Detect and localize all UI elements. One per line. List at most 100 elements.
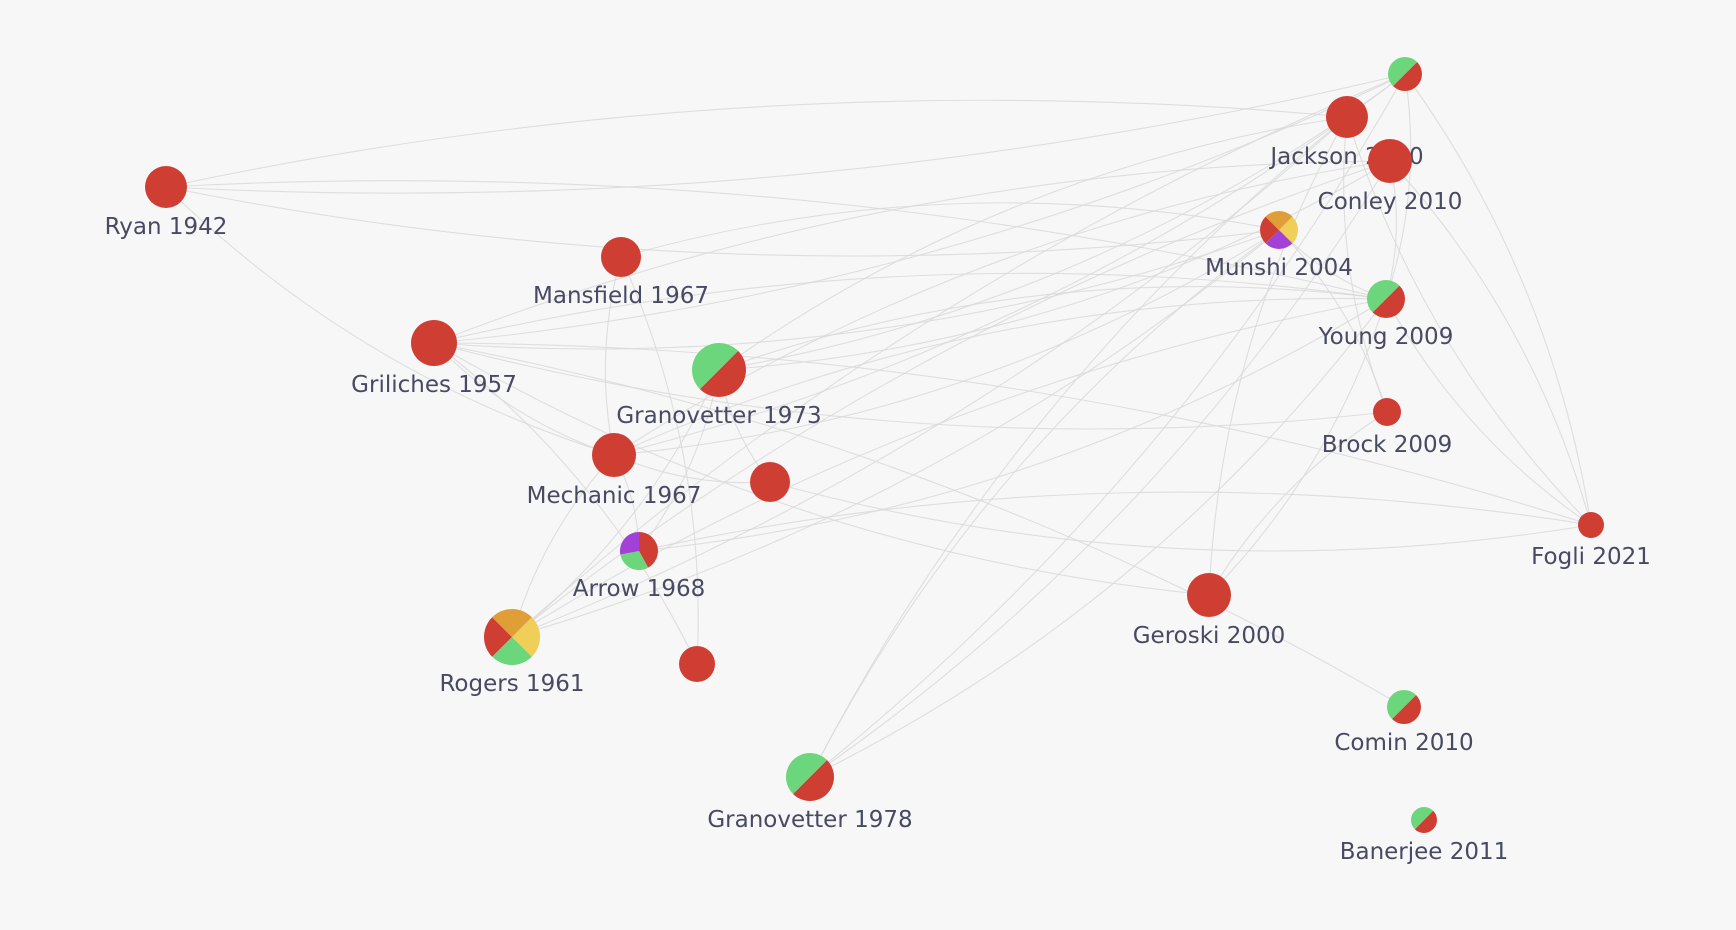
edge-ryan-1942-to-munshi-2004 xyxy=(165,186,1280,257)
node-circle-brock-2009 xyxy=(1373,398,1401,426)
edge-ryan-1942-to-young-2009 xyxy=(165,180,1387,300)
node-slice-young-2009-0 xyxy=(1372,285,1405,318)
node-geroski-2000[interactable]: Geroski 2000 xyxy=(1133,573,1286,649)
node-label-munshi-2004: Munshi 2004 xyxy=(1205,255,1353,281)
node-slice-munshi-2004-3 xyxy=(1265,210,1293,230)
node-slice-banerjee-2011-0 xyxy=(1414,810,1437,833)
edge-mansfield-1967-to-unlabeled-b xyxy=(620,256,699,665)
node-mechanic-1967[interactable]: Mechanic 1967 xyxy=(527,433,702,509)
edge-jackson-2010-to-brock-2009 xyxy=(1343,116,1388,413)
node-label-banerjee-2011: Banerjee 2011 xyxy=(1340,839,1509,865)
edge-ryan-1942-to-mechanic-1967 xyxy=(165,186,615,456)
node-circle-jackson-2010 xyxy=(1326,96,1368,138)
node-label-arrow-1968: Arrow 1968 xyxy=(573,576,705,602)
edge-ryan-1942-to-jackson-2010 xyxy=(165,99,1348,188)
edge-granovetter-1973-to-conley-2010 xyxy=(718,160,1391,371)
edge-granovetter-1978-to-conley-2010 xyxy=(809,160,1391,778)
node-mansfield-1967[interactable]: Mansfield 1967 xyxy=(533,237,709,309)
edge-jackson-2010-to-fogli-2021 xyxy=(1346,116,1592,526)
node-circle-fogli-2021 xyxy=(1578,512,1604,538)
node-granovetter-1978[interactable]: Granovetter 1978 xyxy=(707,752,913,833)
node-granovetter-1973[interactable]: Granovetter 1973 xyxy=(616,343,822,429)
edge-mansfield-1967-to-mechanic-1967 xyxy=(604,256,622,456)
node-slice-young-2009-1 xyxy=(1367,280,1400,313)
node-slice-banerjee-2011-1 xyxy=(1411,807,1434,830)
node-circle-unlabeled-b xyxy=(679,646,715,682)
node-label-ryan-1942: Ryan 1942 xyxy=(105,214,228,240)
edge-griliches-1957-to-munshi-2004 xyxy=(433,229,1280,350)
edge-mechanic-1967-to-munshi-2004 xyxy=(613,229,1280,456)
node-arrow-1968[interactable]: Arrow 1968 xyxy=(573,532,705,602)
edge-mechanic-1967-to-jackson-2010-a xyxy=(613,73,1406,456)
edge-griliches-1957-to-fogli-2021 xyxy=(433,342,1592,526)
edge-griliches-1957-to-jackson-2010-a xyxy=(433,73,1406,344)
node-unlabeled-b[interactable] xyxy=(679,646,715,682)
node-rogers-1961[interactable]: Rogers 1961 xyxy=(439,609,585,697)
edge-granovetter-1978-to-jackson-2010 xyxy=(809,116,1348,778)
node-label-conley-2010: Conley 2010 xyxy=(1318,189,1463,215)
node-label-griliches-1957: Griliches 1957 xyxy=(351,372,517,398)
edge-griliches-1957-to-comin-2010 xyxy=(433,342,1405,708)
edge-granovetter-1973-to-jackson-2010-a xyxy=(718,73,1406,371)
node-circle-mechanic-1967 xyxy=(592,433,636,477)
node-slice-rogers-1961-1 xyxy=(492,637,532,666)
node-slice-arrow-1968-0 xyxy=(639,532,659,568)
node-label-granovetter-1973: Granovetter 1973 xyxy=(616,403,821,429)
node-griliches-1957[interactable]: Griliches 1957 xyxy=(351,320,517,398)
node-young-2009[interactable]: Young 2009 xyxy=(1318,280,1454,350)
node-label-young-2009: Young 2009 xyxy=(1318,324,1454,350)
node-brock-2009[interactable]: Brock 2009 xyxy=(1322,398,1453,458)
node-slice-granovetter-1973-0 xyxy=(699,350,746,397)
node-slice-granovetter-1978-1 xyxy=(785,752,827,794)
edge-griliches-1957-to-young-2009 xyxy=(433,272,1387,344)
node-label-brock-2009: Brock 2009 xyxy=(1322,432,1453,458)
node-label-fogli-2021: Fogli 2021 xyxy=(1531,544,1651,570)
edge-granovetter-1978-to-jackson-2010-a xyxy=(809,73,1406,778)
node-slice-comin-2010-0 xyxy=(1391,694,1421,724)
node-slice-granovetter-1973-1 xyxy=(692,343,739,390)
node-jackson-2010-a[interactable] xyxy=(1388,57,1422,91)
node-slice-munshi-2004-1 xyxy=(1265,230,1293,250)
node-circle-ryan-1942 xyxy=(145,166,187,208)
node-slice-granovetter-1978-0 xyxy=(793,760,834,801)
edge-mechanic-1967-to-young-2009 xyxy=(613,297,1387,456)
edge-conley-2010-to-fogli-2021 xyxy=(1389,160,1592,526)
edge-mansfield-1967-to-munshi-2004 xyxy=(620,202,1280,258)
node-slice-munshi-2004-2 xyxy=(1260,216,1279,244)
node-circle-geroski-2000 xyxy=(1187,573,1231,617)
edge-young-2009-to-fogli-2021 xyxy=(1385,298,1592,526)
edge-jackson-2010-a-to-fogli-2021 xyxy=(1404,73,1592,526)
edge-geroski-2000-to-young-2009 xyxy=(1208,298,1387,596)
edge-rogers-1961-to-granovetter-1973 xyxy=(511,369,720,638)
node-label-comin-2010: Comin 2010 xyxy=(1334,730,1473,756)
node-ryan-1942[interactable]: Ryan 1942 xyxy=(105,166,228,240)
node-label-rogers-1961: Rogers 1961 xyxy=(439,671,584,697)
edge-granovetter-1978-to-munshi-2004 xyxy=(809,229,1280,778)
node-fogli-2021[interactable]: Fogli 2021 xyxy=(1531,512,1651,570)
edge-griliches-1957-to-geroski-2000 xyxy=(433,342,1210,596)
node-slice-jackson-2010-a-1 xyxy=(1388,57,1418,87)
node-munshi-2004[interactable]: Munshi 2004 xyxy=(1205,210,1353,281)
edge-arrow-1968-to-young-2009 xyxy=(638,298,1387,552)
node-label-granovetter-1978: Granovetter 1978 xyxy=(707,807,912,833)
node-circle-mansfield-1967 xyxy=(601,237,641,277)
edge-unlabeled-a-to-fogli-2021 xyxy=(769,481,1592,552)
node-slice-comin-2010-1 xyxy=(1387,690,1417,720)
node-circle-conley-2010 xyxy=(1368,139,1412,183)
node-slice-jackson-2010-a-0 xyxy=(1392,61,1422,91)
node-banerjee-2011[interactable]: Banerjee 2011 xyxy=(1340,807,1509,865)
node-conley-2010[interactable]: Conley 2010 xyxy=(1318,139,1463,215)
node-label-geroski-2000: Geroski 2000 xyxy=(1133,623,1286,649)
node-comin-2010[interactable]: Comin 2010 xyxy=(1334,690,1474,756)
node-slice-munshi-2004-0 xyxy=(1279,216,1298,244)
edge-ryan-1942-to-jackson-2010-a xyxy=(165,73,1406,194)
node-slice-rogers-1961-0 xyxy=(512,617,540,657)
node-slice-rogers-1961-3 xyxy=(492,609,532,637)
node-slice-arrow-1968-2 xyxy=(620,532,639,555)
node-slice-rogers-1961-2 xyxy=(484,617,512,657)
edge-geroski-2000-to-brock-2009 xyxy=(1208,411,1388,596)
node-unlabeled-a[interactable] xyxy=(750,462,790,502)
